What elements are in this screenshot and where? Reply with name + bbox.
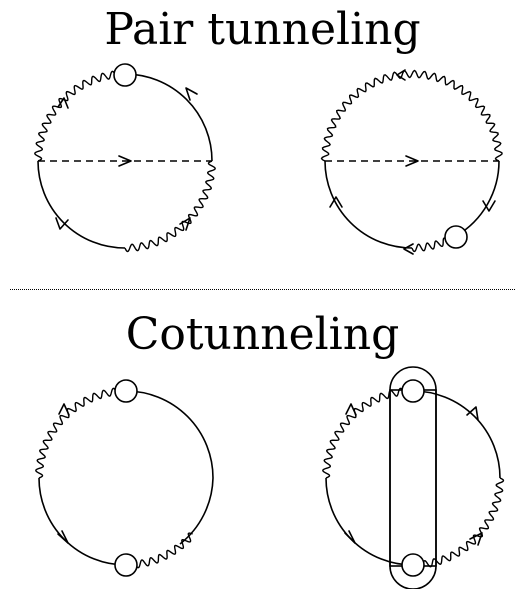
arrow-icon	[405, 155, 419, 167]
arrow-icon	[403, 243, 414, 255]
pair-tunneling-title: Pair tunneling	[104, 4, 421, 55]
wavy-propagator	[322, 386, 414, 479]
cotunneling-title: Cotunneling	[125, 309, 400, 360]
solid-propagator	[325, 477, 414, 566]
section-separator	[10, 289, 515, 290]
vertex	[401, 379, 425, 403]
arrow-icon	[344, 530, 356, 544]
vertex	[401, 553, 425, 577]
solid-propagator	[124, 73, 213, 162]
arrow-icon	[482, 200, 496, 212]
solid-propagator	[324, 160, 413, 249]
arrow-icon	[57, 530, 69, 544]
arrow-icon	[118, 155, 132, 167]
wavy-propagator	[412, 477, 505, 569]
wavy-propagator	[34, 69, 126, 162]
solid-propagator	[125, 390, 214, 545]
wavy-propagator	[125, 532, 193, 570]
solid-propagator	[37, 160, 126, 249]
solid-propagator	[412, 390, 501, 479]
wavy-propagator	[124, 160, 216, 253]
vertex-pair-box	[389, 389, 437, 567]
vertex	[114, 553, 138, 577]
wavy-propagator	[320, 69, 503, 162]
arrow-icon	[55, 217, 69, 230]
vertex	[113, 63, 137, 87]
vertex	[444, 225, 468, 249]
wavy-propagator	[35, 386, 127, 479]
arrow-icon	[185, 87, 198, 101]
arrow-icon	[466, 406, 479, 421]
vertex	[114, 379, 138, 403]
arrow-icon	[329, 196, 343, 208]
